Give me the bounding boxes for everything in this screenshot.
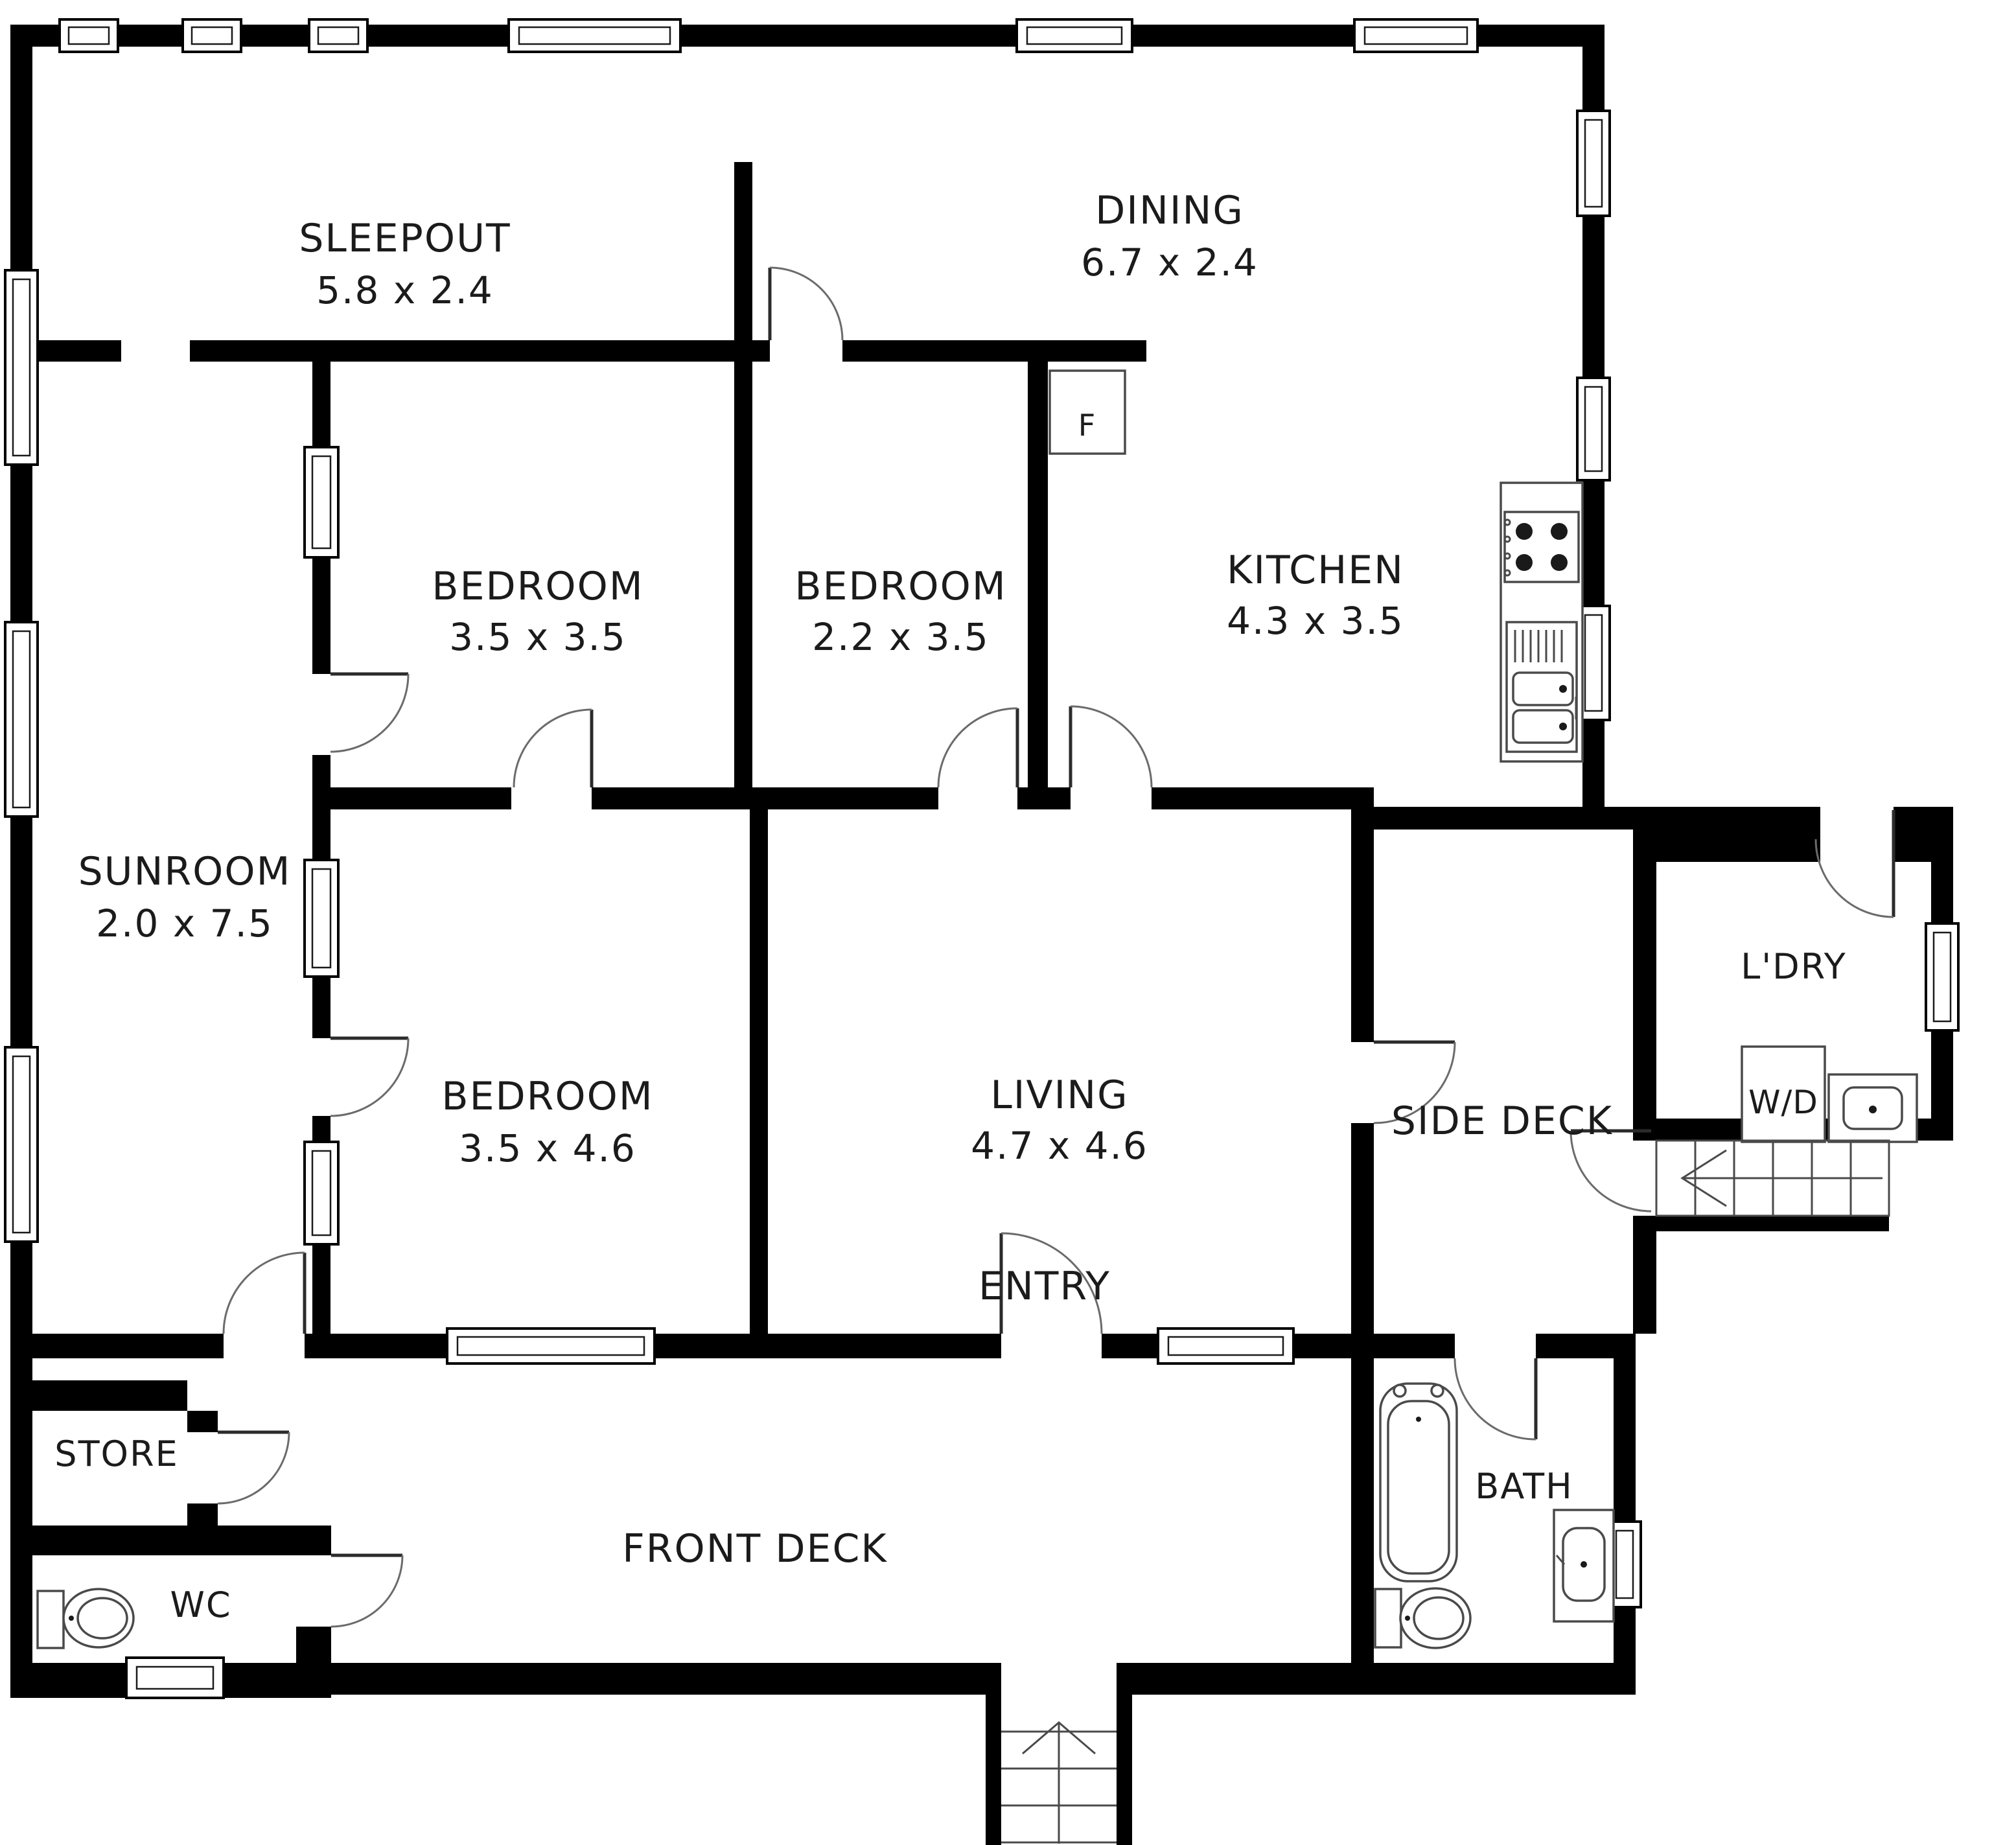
door-icon-sunroom-bedroom3 (330, 1036, 410, 1117)
door-icon-bath (1454, 1358, 1538, 1441)
toilet-icon-wc (36, 1588, 135, 1649)
stove-icon (1503, 511, 1580, 583)
window-icon (125, 1656, 225, 1699)
room-label-laundry: L'DRY (1741, 946, 1847, 987)
room-labels: SLEEPOUT 5.8 x 2.4 DINING 6.7 x 2.4 BEDR… (54, 188, 1847, 1625)
room-dims-sleepout: 5.8 x 2.4 (316, 268, 494, 312)
window-icon (507, 18, 682, 53)
window-icon (1925, 922, 1960, 1032)
window-icon (1015, 18, 1133, 53)
fixtures: F W/D (36, 369, 1918, 1844)
window-icon (303, 859, 340, 978)
window-icon (4, 269, 39, 466)
room-dims-bedroom1: 3.5 x 3.5 (449, 615, 627, 659)
door-icon-dining (768, 266, 844, 341)
room-dims-sunroom: 2.0 x 7.5 (96, 901, 273, 946)
door-icon-entry (999, 1232, 1103, 1334)
room-dims-kitchen: 4.3 x 3.5 (1227, 599, 1404, 643)
kitchen-sink-icon (1505, 621, 1578, 753)
room-label-entry: ENTRY (979, 1264, 1111, 1309)
room-label-bedroom1: BEDROOM (432, 564, 643, 609)
door-icon-sunroom-bedroom1 (330, 672, 410, 753)
washer-dryer-box: W/D (1741, 1045, 1826, 1143)
window-icon (181, 18, 242, 53)
side-stairs-icon (1655, 1139, 1890, 1217)
door-icon-bedroom1-bedroom3 (513, 708, 594, 788)
room-label-living: LIVING (990, 1073, 1128, 1118)
room-label-sleepout: SLEEPOUT (299, 216, 511, 261)
room-label-kitchen: KITCHEN (1227, 548, 1404, 593)
interior-walls (32, 162, 1374, 1334)
bathroom-sink-icon (1553, 1509, 1615, 1623)
room-dims-dining: 6.7 x 2.4 (1081, 240, 1258, 284)
room-label-store: STORE (54, 1433, 178, 1474)
room-dims-living: 4.7 x 4.6 (971, 1124, 1148, 1168)
door-icon-sunroom-exit (222, 1251, 307, 1334)
door-icon-bedroom2 (937, 707, 1019, 788)
room-label-bedroom3: BEDROOM (441, 1074, 653, 1119)
window-icon (58, 18, 119, 53)
room-label-side-deck: SIDE DECK (1391, 1098, 1613, 1144)
fridge-label: F (1078, 408, 1096, 443)
toilet-icon-bath (1374, 1587, 1472, 1649)
window-icon (1576, 377, 1611, 482)
door-icon-wc (330, 1553, 404, 1628)
room-dims-bedroom2: 2.2 x 3.5 (812, 615, 990, 659)
window-icon (1353, 18, 1479, 53)
washer-dryer-label: W/D (1748, 1084, 1818, 1121)
front-stairs-icon (1001, 1721, 1117, 1844)
window-icon (303, 446, 340, 559)
door-icon-side-deck (1373, 1040, 1456, 1124)
room-dims-bedroom3: 3.5 x 4.6 (459, 1126, 636, 1170)
laundry-sink-icon (1827, 1073, 1918, 1143)
window-icon (308, 18, 369, 53)
room-label-front-deck: FRONT DECK (622, 1526, 887, 1572)
room-label-bath: BATH (1475, 1466, 1573, 1507)
door-icon-store (217, 1430, 290, 1505)
door-icon-laundry (1814, 810, 1895, 918)
doors (217, 266, 1895, 1628)
room-label-dining: DINING (1095, 188, 1244, 233)
window-icon (303, 1141, 340, 1246)
bathtub-icon (1379, 1382, 1458, 1583)
fridge-box: F (1049, 369, 1126, 455)
exterior-walls (10, 25, 1953, 1845)
room-label-sunroom: SUNROOM (78, 849, 292, 894)
door-icon-side-stairs (1570, 1129, 1652, 1213)
window-icon (4, 621, 39, 818)
windows (4, 18, 1960, 1699)
window-icon (4, 1046, 39, 1243)
room-label-wc: WC (170, 1584, 231, 1625)
window-icon (1576, 110, 1611, 217)
room-label-bedroom2: BEDROOM (794, 564, 1006, 609)
window-icon (1157, 1327, 1295, 1365)
window-icon (446, 1327, 656, 1365)
door-icon-kitchen (1069, 705, 1153, 788)
